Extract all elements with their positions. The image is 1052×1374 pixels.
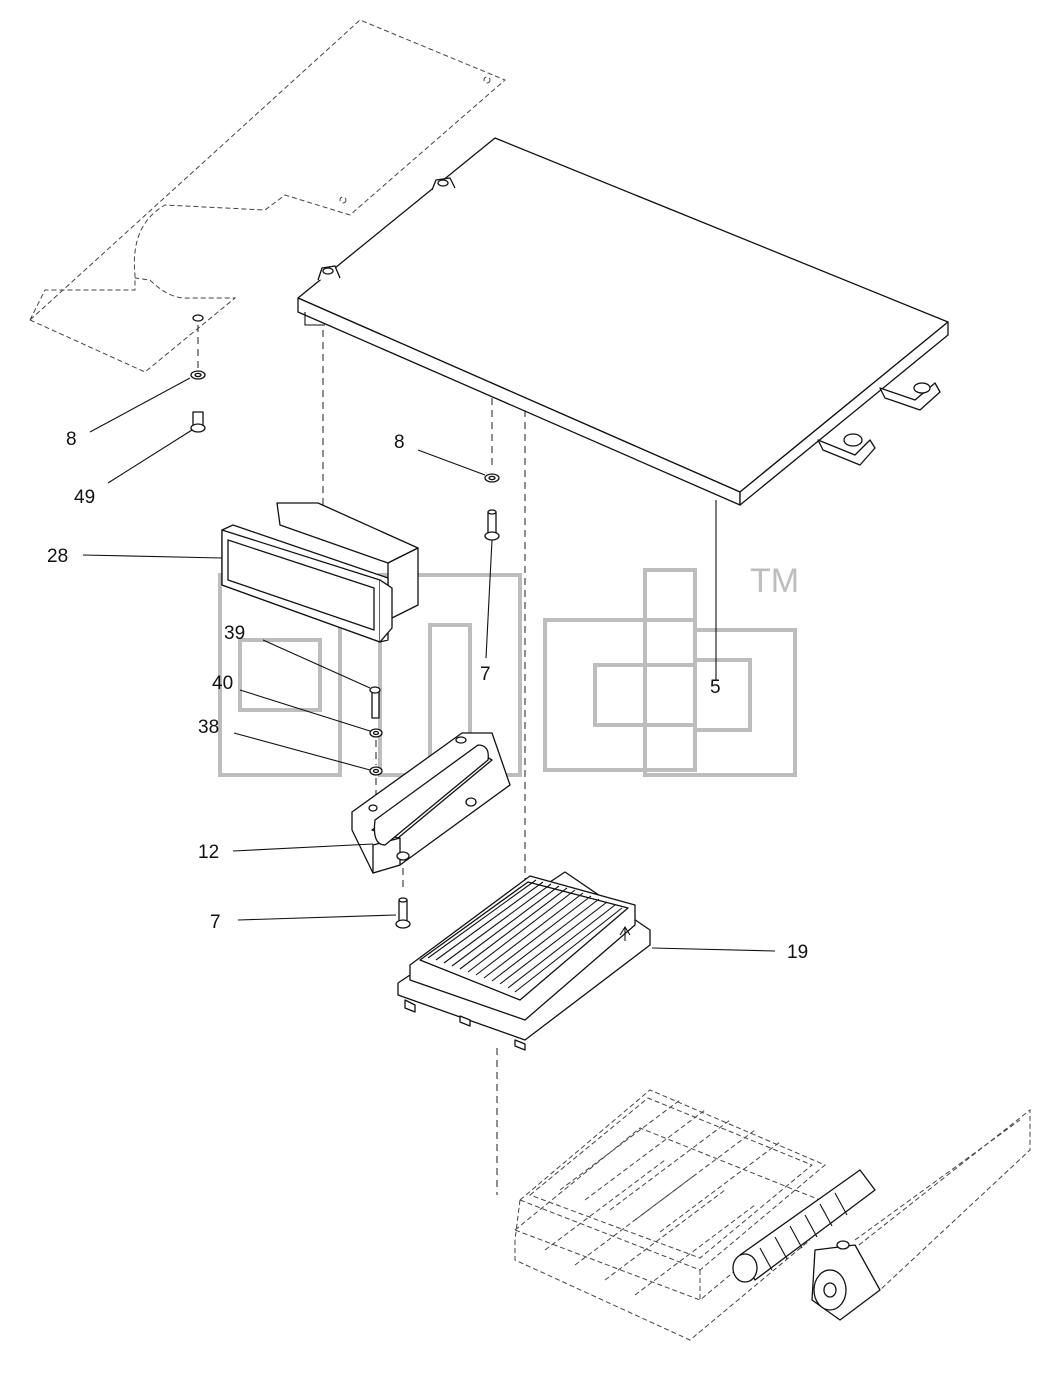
washer-40 [369,728,383,738]
callout-7-lower: 7 [210,912,221,933]
panel-5 [297,137,949,506]
watermark-logo: TM [218,562,799,777]
callouts: 8 49 8 28 39 40 38 7 5 12 7 19 [47,429,808,963]
callout-49: 49 [74,487,95,508]
washer-8-top [190,370,206,380]
callout-12: 12 [198,842,219,863]
callout-39: 39 [224,623,245,644]
callout-40: 40 [212,673,233,694]
callout-19: 19 [787,942,808,963]
callout-8-top: 8 [66,429,77,450]
filter-pleats [427,879,623,993]
bracket-12 [351,732,511,874]
callout-7-upper: 7 [480,664,491,685]
leader-lines [82,377,776,952]
display-unit-28 [221,502,419,643]
bolt-7-lower [395,897,411,929]
phantom-heater-assembly [514,1089,1031,1341]
callout-28: 28 [47,546,68,567]
phantom-cover-plate [29,19,506,373]
filter-19 [397,871,651,1051]
callout-8-middle: 8 [394,432,405,453]
bolt-7-upper [484,509,500,541]
callout-38: 38 [198,717,219,738]
callout-5: 5 [710,677,721,698]
screw-39 [369,686,381,719]
washer-8-middle [484,473,500,483]
bolt-49 [190,411,206,433]
watermark-trademark: TM [750,562,799,600]
mounting-hole [192,314,204,322]
washer-38 [369,766,383,776]
